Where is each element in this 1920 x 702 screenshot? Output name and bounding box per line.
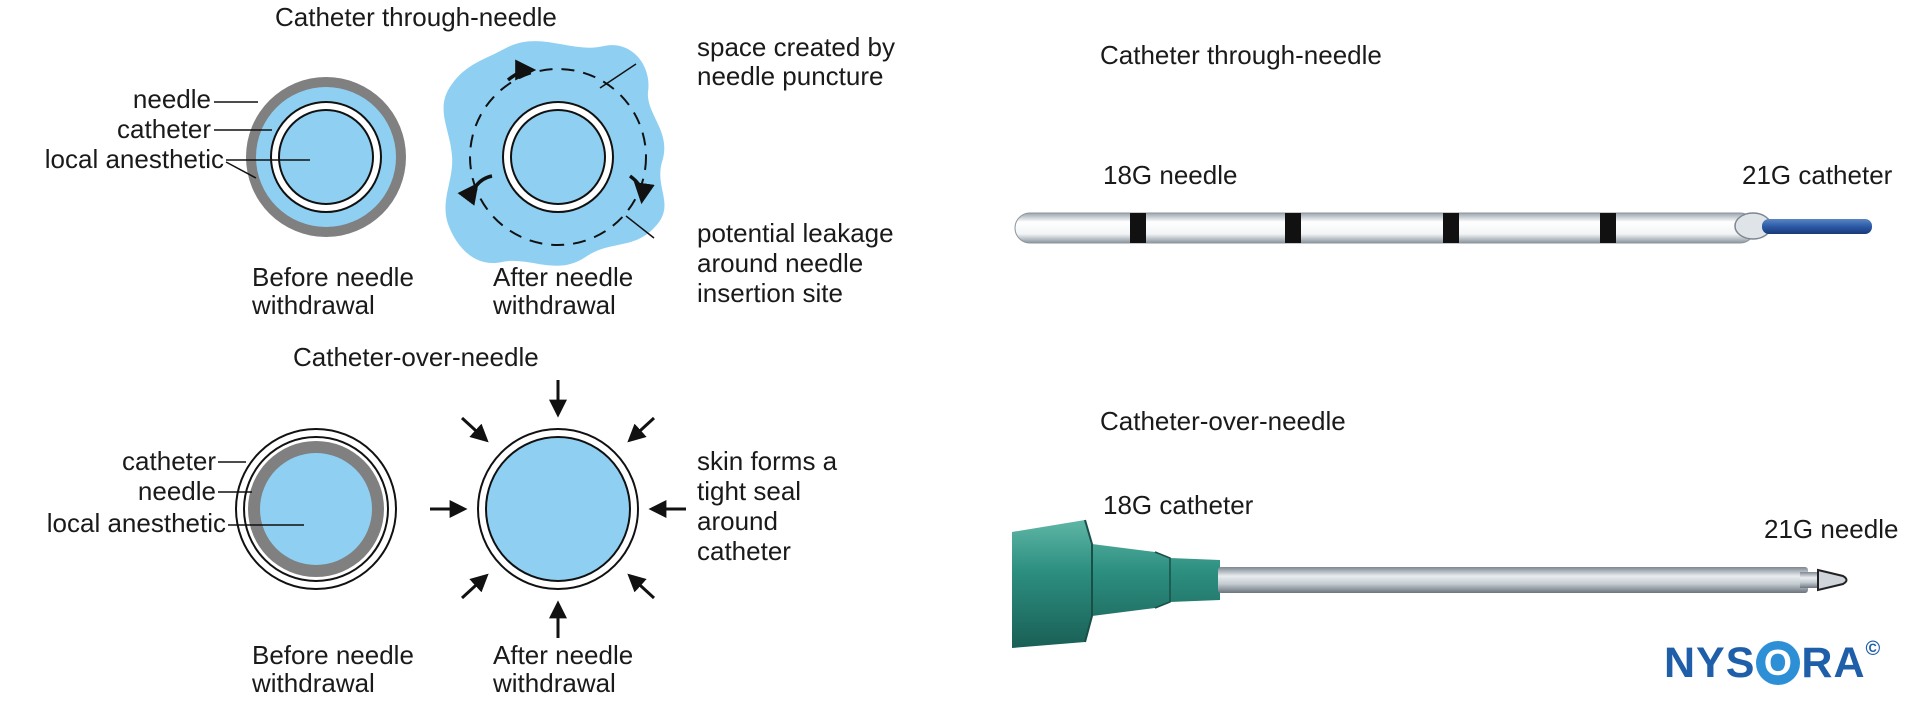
seal-note-line1: skin forms a bbox=[697, 446, 838, 476]
local-anesthetic-label: local anesthetic bbox=[46, 508, 226, 538]
depth-mark bbox=[1130, 213, 1146, 243]
over-needle-after-cross-section bbox=[477, 428, 639, 590]
leak-note-line1: potential leakage bbox=[697, 218, 894, 248]
before-withdrawal-caption-line1: Before needle bbox=[252, 262, 414, 292]
over-needle-before-cross-section bbox=[235, 428, 397, 590]
needle-shaft bbox=[1014, 212, 1756, 244]
needle-bevel bbox=[1817, 568, 1848, 592]
over-needle-before-leaders bbox=[218, 461, 304, 526]
over-needle-title: Catheter-over-needle bbox=[293, 342, 539, 372]
photo-through-needle-title: Catheter through-needle bbox=[1100, 40, 1382, 70]
local-anesthetic bbox=[260, 453, 372, 565]
catheter-lumen bbox=[485, 436, 631, 582]
photo-21g-catheter-label: 21G catheter bbox=[1742, 160, 1893, 190]
catheter-lumen bbox=[510, 109, 606, 205]
photo-18g-needle-label: 18G needle bbox=[1103, 160, 1238, 190]
through-needle-photo bbox=[1014, 212, 1872, 244]
leak-leader bbox=[625, 215, 655, 239]
catheter-hub bbox=[1012, 520, 1220, 648]
needle-puncture-outline bbox=[469, 68, 647, 246]
space-note-line2: needle puncture bbox=[697, 61, 884, 91]
before-withdrawal-caption-line2: withdrawal bbox=[252, 290, 375, 320]
through-needle-after-cross-section bbox=[443, 41, 665, 266]
photo-18g-catheter-label: 18G catheter bbox=[1103, 490, 1254, 520]
local-anesthetic-label: local anesthetic bbox=[44, 144, 224, 174]
space-leader bbox=[599, 63, 637, 89]
catheter-label: catheter bbox=[117, 114, 211, 144]
through-needle-before-cross-section bbox=[246, 77, 406, 237]
skin-seal-arrows bbox=[430, 380, 686, 638]
needle-label: needle bbox=[137, 476, 216, 506]
space-note-line1: space created by bbox=[697, 32, 896, 62]
after-withdrawal-caption-line1: After needle bbox=[493, 640, 634, 670]
leak-note-line2: around needle bbox=[697, 248, 864, 278]
copyright-mark: © bbox=[1865, 638, 1882, 660]
through-needle-before-leaders bbox=[214, 101, 310, 179]
after-withdrawal-caption-line1: After needle bbox=[493, 262, 634, 292]
flow-arrow bbox=[628, 174, 655, 205]
through-needle-title: Catheter through-needle bbox=[275, 2, 557, 32]
seal-note-line4: catheter bbox=[697, 536, 791, 566]
seal-note-line2: tight seal bbox=[697, 476, 802, 506]
depth-mark bbox=[1443, 213, 1459, 243]
depth-mark bbox=[1285, 213, 1301, 243]
leak-note-line3: insertion site bbox=[697, 278, 843, 308]
needle-label: needle bbox=[132, 84, 211, 114]
catheter-label: catheter bbox=[122, 446, 216, 476]
flow-arrow bbox=[457, 174, 493, 206]
before-withdrawal-caption-line2: withdrawal bbox=[252, 668, 375, 698]
depth-mark bbox=[1600, 213, 1616, 243]
catheter-tip bbox=[1762, 219, 1872, 234]
after-withdrawal-caption-line2: withdrawal bbox=[493, 290, 616, 320]
catheter-lumen bbox=[278, 109, 374, 205]
over-needle-photo bbox=[1012, 519, 1848, 648]
logo-o-badge: O bbox=[1756, 641, 1801, 685]
before-withdrawal-caption-line1: Before needle bbox=[252, 640, 414, 670]
flow-arrow bbox=[506, 59, 537, 82]
photo-21g-needle-label: 21G needle bbox=[1764, 514, 1899, 544]
needle-shaft bbox=[1800, 572, 1820, 588]
catheter-shaft bbox=[1218, 567, 1808, 593]
photo-over-needle-title: Catheter-over-needle bbox=[1100, 406, 1346, 436]
seal-note-line3: around bbox=[697, 506, 778, 536]
after-withdrawal-caption-line2: withdrawal bbox=[493, 668, 616, 698]
